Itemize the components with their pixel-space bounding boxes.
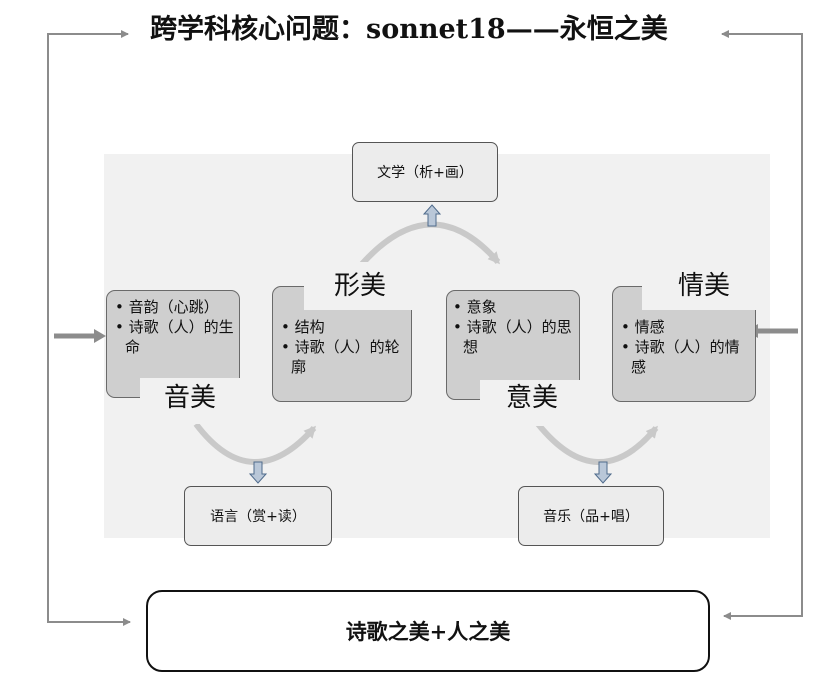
label-yinmei: 音美: [164, 383, 217, 413]
frame-line-right-top: [721, 30, 803, 112]
frame-line-right-bottom: [723, 112, 803, 620]
block-arrow-down-right: [593, 461, 613, 484]
curve-arrow-bottom-left: [193, 422, 317, 465]
label-qingmei: 情美: [678, 271, 731, 301]
frame-line-left-bottom: [47, 112, 131, 626]
yinmei-item: 诗歌（人）的生命: [115, 317, 235, 357]
xingmei-item: 诗歌（人）的轮廓: [281, 337, 407, 377]
block-arrow-down-left: [248, 461, 268, 484]
yinmei-item: 音韵（心跳）: [115, 297, 235, 317]
box-music: 音乐（品+唱）: [518, 486, 664, 546]
yimei-item: 诗歌（人）的思想: [453, 317, 577, 357]
label-yimei: 意美: [506, 383, 559, 413]
curve-arrow-top: [359, 221, 501, 267]
block-arrow-up: [422, 204, 442, 227]
diagram-title: 跨学科核心问题：sonnet18——永恒之美: [150, 14, 668, 45]
box-literature: 文学（析+画）: [352, 142, 498, 202]
curve-arrow-bottom-right: [535, 422, 659, 465]
label-xingmei: 形美: [334, 271, 387, 301]
qingmei-item: 情感: [621, 317, 753, 337]
frame-line-left-top: [47, 30, 129, 112]
yimei-item: 意象: [453, 297, 577, 317]
xingmei-item: 结构: [281, 317, 407, 337]
outcome-box: 诗歌之美+人之美: [146, 590, 710, 672]
qingmei-item: 诗歌（人）的情感: [621, 337, 753, 377]
box-language: 语言（赏+读）: [184, 486, 332, 546]
